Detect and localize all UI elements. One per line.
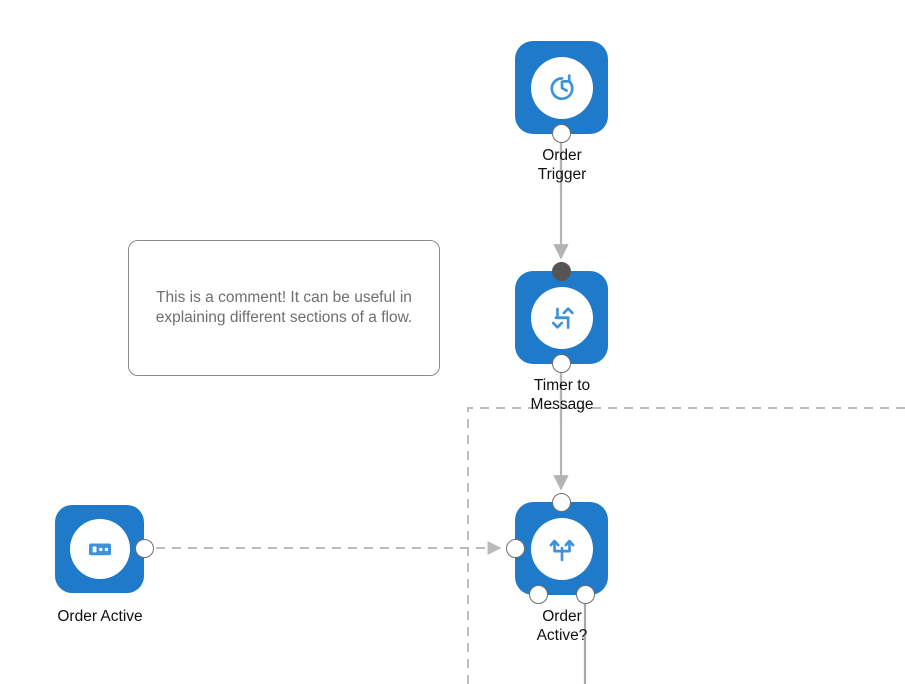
variable-data-icon: [88, 543, 111, 556]
node-icon-backdrop: [530, 286, 593, 349]
comment-box[interactable]: This is a comment! It can be useful in e…: [128, 240, 440, 376]
port-output-timer-to-message[interactable]: [552, 354, 571, 373]
node-timer-to-message[interactable]: [515, 262, 608, 373]
branch-split-icon: [549, 539, 574, 561]
node-label-order-trigger: Order Trigger: [537, 147, 587, 183]
port-output-order-trigger[interactable]: [552, 124, 571, 143]
port-input-left-order-active-question[interactable]: [506, 539, 525, 558]
node-label-timer-to-message: Timer to Message: [530, 377, 594, 413]
node-icon-backdrop: [530, 517, 593, 580]
node-icon-backdrop: [530, 56, 593, 119]
node-icon-backdrop: [69, 519, 130, 579]
comment-text: This is a comment! It can be useful in e…: [155, 289, 413, 326]
node-order-trigger[interactable]: [515, 41, 608, 143]
node-label-order-active: Order Active: [57, 608, 143, 625]
node-order-active[interactable]: [55, 505, 154, 593]
node-order-active-question[interactable]: [506, 493, 608, 604]
stopwatch-icon: [550, 73, 574, 100]
exchange-arrows-icon: [551, 306, 574, 329]
port-output-order-active[interactable]: [135, 539, 154, 558]
port-output-left-order-active-question[interactable]: [529, 585, 548, 604]
port-input-top-order-active-question[interactable]: [552, 493, 571, 512]
node-label-order-active-question: Order Active?: [536, 608, 588, 644]
port-input-timer-to-message[interactable]: [552, 262, 571, 281]
port-output-right-order-active-question[interactable]: [576, 585, 595, 604]
edge-loopback-right[interactable]: [467, 407, 905, 684]
